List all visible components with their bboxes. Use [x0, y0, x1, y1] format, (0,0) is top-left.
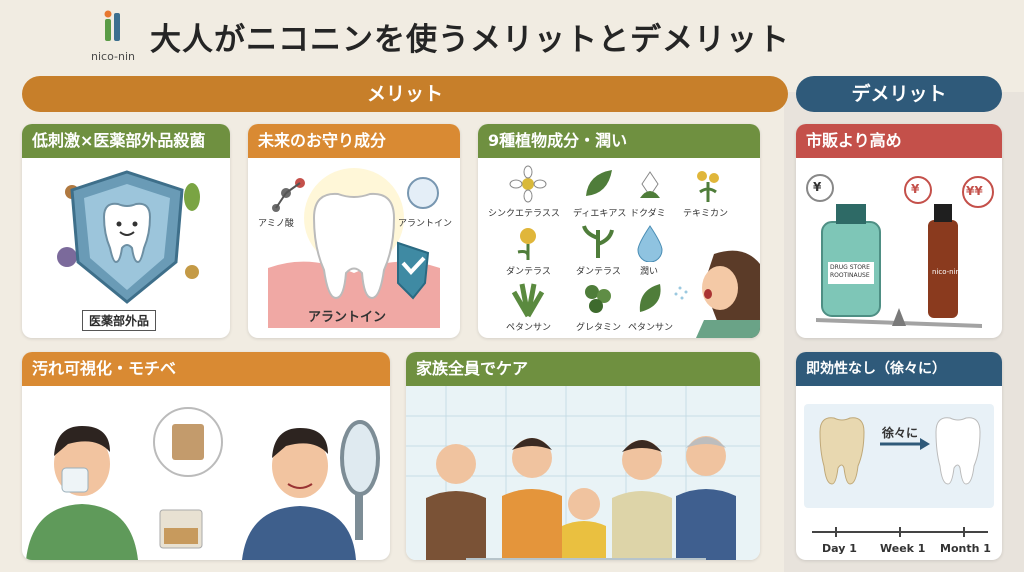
- plant-label: ディエキアス: [573, 209, 627, 219]
- yen-icon: ¥: [813, 180, 822, 194]
- plant-label: グレタミン: [576, 323, 622, 333]
- card-plant-ingredients: 9種植物成分・潤い シンクエテラスス ディエキアス ドクダミ テキミカン ダンテ…: [478, 124, 760, 338]
- family-illustration: [406, 386, 760, 560]
- timeline-label-week1: Week 1: [880, 542, 926, 555]
- allantoin-icon-label: アラントイン: [398, 219, 453, 229]
- bottle-label-line1: DRUG STORE: [830, 264, 870, 271]
- aloe-icon: [511, 283, 545, 318]
- yellow-flower-icon: [697, 171, 719, 202]
- dandelion-icon: [517, 228, 536, 260]
- yen-icon: ¥: [911, 182, 920, 196]
- bottle-label-line2: ROOTINAUSE: [830, 272, 870, 279]
- timeline-label-month1: Month 1: [940, 542, 991, 555]
- plant-label: ペタンサン: [506, 323, 552, 333]
- gradually-label: 徐々に: [882, 426, 919, 440]
- leaves-icon: [582, 225, 614, 258]
- quasi-drug-badge: 医薬部外品: [82, 310, 157, 331]
- gradual-whitening-illustration: [804, 404, 994, 537]
- card-stain-visualization: 汚れ可視化・モチベ: [22, 352, 390, 560]
- amino-acid-label: アミノ酸: [258, 219, 294, 229]
- chamomile-icon: [509, 165, 547, 203]
- plant-label: ペタンサン: [628, 323, 674, 333]
- nico-nin-logo-icon: [104, 10, 120, 41]
- water-drop-icon: [637, 225, 663, 262]
- card-low-irritation: 低刺激×医薬部外品殺菌 医薬部外品: [22, 124, 230, 338]
- plant-label: シンクエテラスス: [488, 209, 560, 219]
- rinse-and-mirror-illustration: [26, 407, 380, 560]
- leaf-icon: [586, 170, 612, 196]
- woman-mist-illustration: [674, 250, 760, 338]
- double-yen-icon: ¥¥: [966, 184, 983, 198]
- card-title: 即効性なし（徐々に）: [796, 352, 1002, 386]
- merit-header: メリット: [22, 76, 788, 112]
- leaf-icon: [639, 284, 661, 312]
- card-title: 汚れ可視化・モチベ: [22, 352, 390, 386]
- nico-nin-bottle-brand: nico-nin: [932, 268, 960, 276]
- card-future-protection: 未来のお守り成分 アミノ酸 アラントイン アラントイン: [248, 124, 460, 338]
- dokudami-flower-icon: [640, 171, 660, 198]
- plant-label: テキミカン: [683, 209, 729, 219]
- card-higher-price: 市販より高め ¥ ¥ ¥¥ DRUG STORE ROOTINAUSE nico…: [796, 124, 1002, 338]
- price-scale-illustration: [806, 174, 994, 328]
- timeline-label-day1: Day 1: [822, 542, 857, 555]
- logo-text: nico-nin: [91, 50, 135, 63]
- plant-label: ダンテラス: [576, 267, 621, 277]
- plant-label: ドクダミ: [630, 209, 666, 219]
- plant-label: 潤い: [640, 267, 659, 277]
- logo: nico-nin: [78, 8, 148, 68]
- card-title: 低刺激×医薬部外品殺菌: [22, 124, 230, 158]
- card-title: 9種植物成分・潤い: [478, 124, 760, 158]
- tooth-gum-icon: [268, 168, 440, 328]
- card-no-immediate-effect: 即効性なし（徐々に） 徐々に Day 1 Week 1 Month 1: [796, 352, 1002, 560]
- card-title: 市販より高め: [796, 124, 1002, 158]
- demerit-header: デメリット: [796, 76, 1002, 112]
- page-title: 大人がニコニンを使うメリットとデメリット: [150, 22, 790, 58]
- shield-tooth-icon: [57, 170, 200, 304]
- herb-icon: [585, 285, 611, 313]
- card-family-care: 家族全員でケア: [406, 352, 760, 560]
- card-title: 未来のお守り成分: [248, 124, 460, 158]
- card-title: 家族全員でケア: [406, 352, 760, 386]
- allantoin-label: アラントイン: [308, 310, 387, 325]
- plant-label: ダンテラス: [506, 267, 551, 277]
